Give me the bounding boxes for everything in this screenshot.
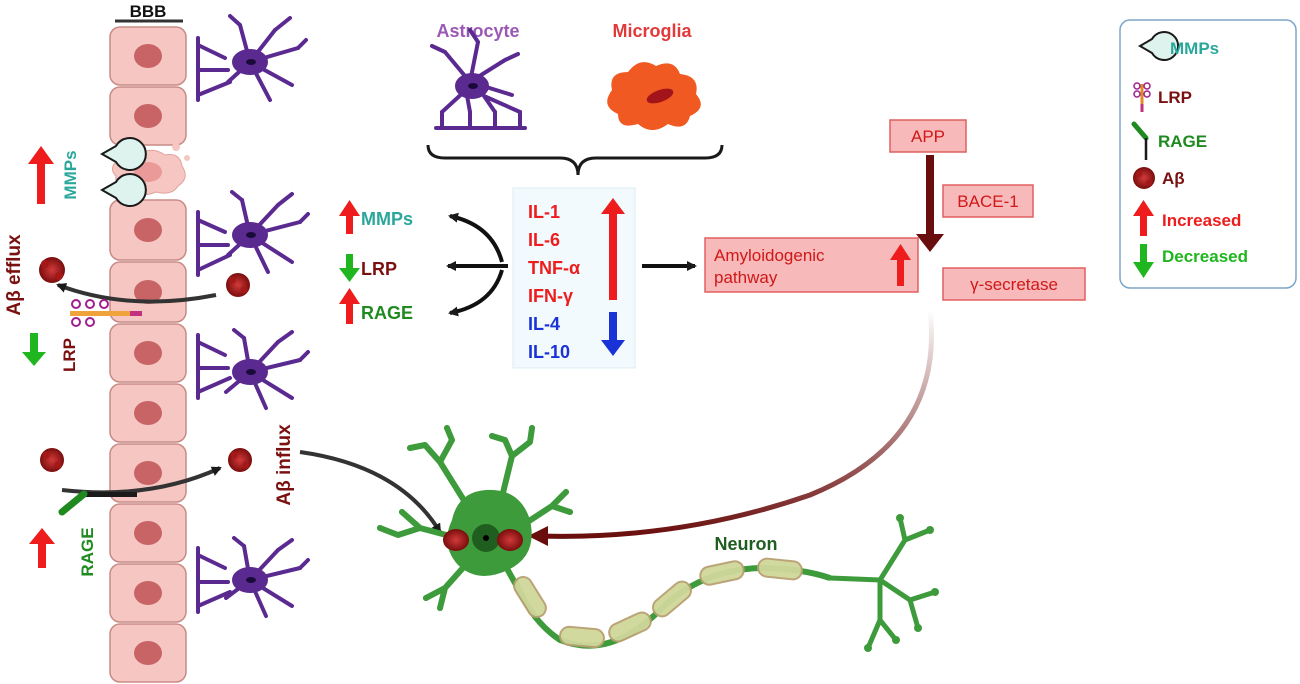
abeta-plaque-icon — [226, 273, 250, 297]
bace1-label: BACE-1 — [957, 192, 1018, 211]
amyloidogenic-up-arrow — [890, 244, 911, 286]
effect-rage-up-arrow — [339, 288, 360, 324]
mmp-pacman-icon — [99, 173, 147, 207]
arrow-to-rage — [448, 269, 504, 317]
bbb-label: BBB — [130, 2, 167, 21]
influx-to-neuron-arrow — [299, 450, 442, 534]
gamma-secretase-box — [942, 267, 1086, 301]
legend-mmps-icon — [1138, 31, 1180, 61]
cytokine-tnf: TNF-α — [528, 258, 580, 278]
amyloidogenic-box — [704, 237, 919, 293]
mmps-up-arrow — [28, 146, 54, 204]
endothelial-cell — [109, 383, 187, 443]
microglia-label: Microglia — [612, 21, 692, 41]
efflux-arrow — [56, 283, 217, 304]
legend-increased-label: Increased — [1162, 211, 1241, 230]
legend-abeta-icon — [1133, 167, 1155, 189]
abeta-to-neuron-arrowhead — [528, 526, 548, 546]
cytokine-ifn: IFN-γ — [528, 286, 573, 306]
effect-mmps-up-arrow — [339, 200, 360, 234]
cytokine-up-arrow — [601, 198, 625, 300]
abeta-plaque-icon — [228, 448, 252, 472]
endothelial-column — [109, 26, 190, 683]
cytokine-down-arrow — [601, 312, 625, 356]
app-label: APP — [911, 127, 945, 146]
endothelial-cell — [109, 503, 187, 563]
legend-abeta-label: Aβ — [1162, 169, 1185, 188]
endothelial-cell — [109, 443, 187, 503]
rage-up-arrow — [29, 528, 55, 568]
gamma-secretase-label: γ-secretase — [970, 275, 1058, 294]
astrocyte-bbb-1 — [196, 14, 308, 102]
abeta-plaque-icon — [443, 529, 523, 551]
barrier-rage-label: RAGE — [78, 527, 97, 576]
glia-brace — [426, 144, 724, 176]
astrocyte-top-icon — [430, 28, 527, 130]
barrier-lrp-label: LRP — [60, 338, 79, 372]
cytokine-il4: IL-4 — [528, 314, 560, 334]
bace1-box — [942, 184, 1034, 218]
legend-mmps-label: MMPs — [1170, 39, 1219, 58]
legend-rage-label: RAGE — [1158, 132, 1207, 151]
cytokine-il1: IL-1 — [528, 202, 560, 222]
legend-lrp-icon — [1133, 82, 1151, 112]
endothelial-cell — [109, 199, 187, 261]
effect-lrp-down-arrow — [339, 254, 360, 282]
lrp-receptor-icon — [70, 299, 142, 327]
abeta-influx-label: Aβ influx — [274, 424, 295, 506]
endothelial-cell — [109, 26, 187, 86]
effect-rage-label: RAGE — [361, 303, 413, 323]
abeta-efflux-label: Aβ efflux — [4, 234, 25, 316]
neuron-label: Neuron — [715, 534, 778, 554]
abeta-to-neuron-arrow — [539, 309, 934, 539]
arrow-to-mmps — [448, 212, 504, 263]
astrocyte-bbb-4 — [196, 536, 310, 618]
legend-box — [1119, 19, 1297, 289]
endothelial-cell — [109, 261, 187, 323]
endothelial-cell — [109, 563, 187, 623]
amyloidogenic-line2: pathway — [714, 268, 778, 287]
legend-decreased-label: Decreased — [1162, 247, 1248, 266]
effect-lrp-label: LRP — [361, 259, 397, 279]
rage-receptor-icon — [58, 490, 137, 516]
microglia-icon — [607, 62, 701, 130]
lrp-down-arrow — [22, 333, 46, 366]
mmp-pacman-icon — [99, 137, 147, 171]
astrocyte-bbb-2 — [196, 190, 310, 277]
astrocyte-label: Astrocyte — [436, 21, 519, 41]
legend-increased-icon — [1133, 200, 1154, 236]
cytokine-il6: IL-6 — [528, 230, 560, 250]
endothelial-cell — [109, 623, 187, 683]
app-processing-arrow — [916, 155, 944, 252]
endothelial-cell — [109, 86, 187, 146]
abeta-plaque-icon — [40, 448, 64, 472]
astrocyte-bbb-3 — [196, 328, 310, 410]
app-box — [889, 119, 967, 153]
abeta-plaque-icon — [39, 257, 65, 283]
barrier-mmps-label: MMPs — [61, 150, 80, 199]
legend-decreased-icon — [1133, 244, 1154, 278]
endothelial-cell — [109, 323, 187, 383]
neuron-icon — [377, 425, 939, 652]
legend-lrp-label: LRP — [1158, 88, 1192, 107]
amyloidogenic-line1: Amyloidogenic — [714, 246, 825, 265]
cytokine-il10: IL-10 — [528, 342, 570, 362]
legend-rage-icon — [1131, 121, 1149, 160]
effect-mmps-label: MMPs — [361, 209, 413, 229]
